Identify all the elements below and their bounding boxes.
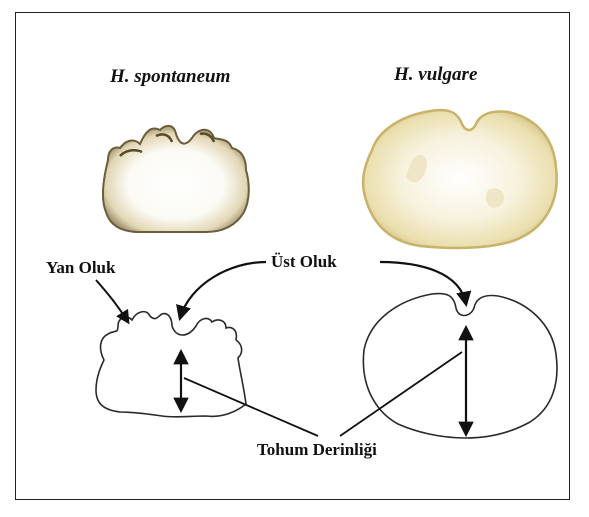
species-label-spontaneum: H. spontaneum	[110, 66, 230, 88]
seed-depth-label: Tohum Derinliği	[257, 440, 377, 460]
spontaneum-seed-photo	[103, 126, 249, 232]
dorsal-groove-arrow-left	[180, 262, 266, 318]
dorsal-groove-label: Üst Oluk	[271, 252, 337, 272]
vulgare-seed-photo	[363, 110, 557, 248]
lateral-groove-label: Yan Oluk	[46, 258, 115, 278]
species-label-vulgare: H. vulgare	[394, 64, 477, 86]
vulgare-outline-drawing	[363, 294, 557, 438]
lateral-groove-arrow	[96, 280, 128, 322]
spontaneum-outline-drawing	[96, 312, 246, 417]
